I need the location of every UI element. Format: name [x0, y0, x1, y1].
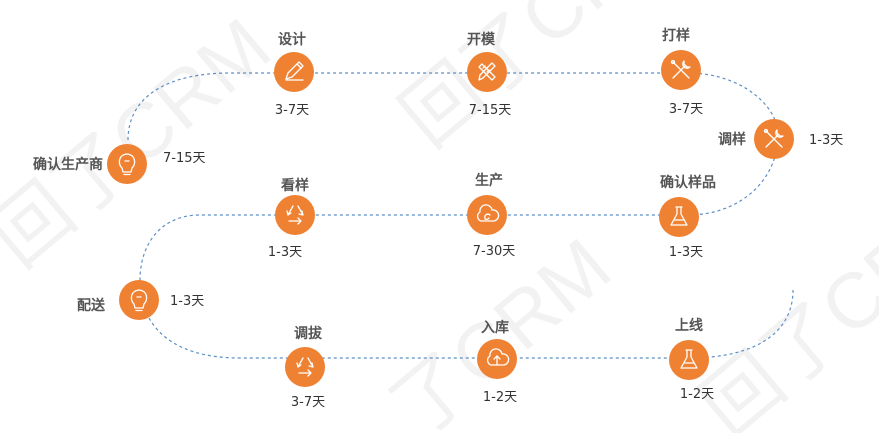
recycle-icon — [286, 205, 304, 225]
step-circle — [669, 340, 709, 380]
lightbulb-icon — [118, 153, 136, 176]
step-label: 生产 — [475, 172, 503, 189]
step-circle — [119, 280, 159, 320]
step-duration: 7-15天 — [163, 151, 206, 166]
step-label: 确认样品 — [660, 174, 716, 191]
step-circle — [107, 144, 147, 184]
step-duration: 3-7天 — [291, 395, 325, 410]
step-confirm-sample: 确认样品 1-3天 — [659, 174, 716, 260]
step-allocate: 调拔 3-7天 — [285, 325, 325, 410]
step-circle — [467, 195, 507, 235]
step-adjust-sample: 调样 1-3天 — [718, 119, 843, 159]
step-design: 设计 3-7天 — [274, 31, 314, 118]
step-circle — [275, 195, 315, 235]
tools-icon — [670, 59, 691, 79]
recycle-icon — [296, 357, 314, 377]
step-circle — [659, 197, 699, 237]
cloud-upload-icon — [486, 348, 510, 366]
step-circle — [285, 347, 325, 387]
pencil-ruler-icon — [478, 62, 496, 81]
step-label: 确认生产商 — [33, 156, 103, 173]
step-label: 开模 — [467, 31, 496, 48]
step-label: 配送 — [77, 297, 106, 314]
step-label: 调样 — [718, 131, 746, 148]
step-production: 生产 7-30天 — [467, 172, 515, 259]
step-go-live: 上线 1-2天 — [669, 317, 714, 402]
step-circle — [274, 52, 314, 92]
flask-icon — [680, 349, 698, 369]
step-duration: 1-3天 — [268, 245, 302, 260]
cloud-sync-icon — [476, 204, 500, 222]
step-label: 入库 — [481, 319, 509, 336]
svg-text:回了CRM: 回了CRM — [0, 1, 287, 283]
step-label: 上线 — [675, 317, 703, 334]
flask-icon — [670, 206, 688, 226]
step-label: 设计 — [278, 31, 306, 48]
step-confirm-manufacturer: 确认生产商 7-15天 — [33, 144, 206, 184]
step-duration: 1-3天 — [669, 245, 703, 260]
step-label: 打样 — [662, 27, 690, 44]
pencil-icon — [285, 61, 304, 81]
step-sample: 打样 3-7天 — [661, 27, 703, 117]
step-duration: 1-3天 — [170, 294, 204, 309]
step-duration: 7-15天 — [469, 103, 512, 118]
step-label: 看样 — [280, 177, 309, 194]
step-mold: 开模 7-15天 — [467, 31, 511, 118]
step-duration: 3-7天 — [275, 103, 309, 118]
step-review-sample: 看样 1-3天 — [268, 177, 315, 260]
step-duration: 1-2天 — [680, 387, 714, 402]
step-delivery: 配送 1-3天 — [77, 280, 204, 320]
lightbulb-icon — [130, 289, 148, 312]
step-label: 调拔 — [294, 325, 323, 342]
step-duration: 1-2天 — [483, 390, 517, 405]
step-duration: 1-3天 — [809, 133, 843, 148]
step-duration: 3-7天 — [669, 102, 703, 117]
step-warehouse-in: 入库 1-2天 — [477, 319, 517, 405]
step-duration: 7-30天 — [473, 244, 516, 259]
svg-text:回了CRM: 回了CRM — [384, 0, 696, 163]
tools-icon — [763, 128, 784, 148]
